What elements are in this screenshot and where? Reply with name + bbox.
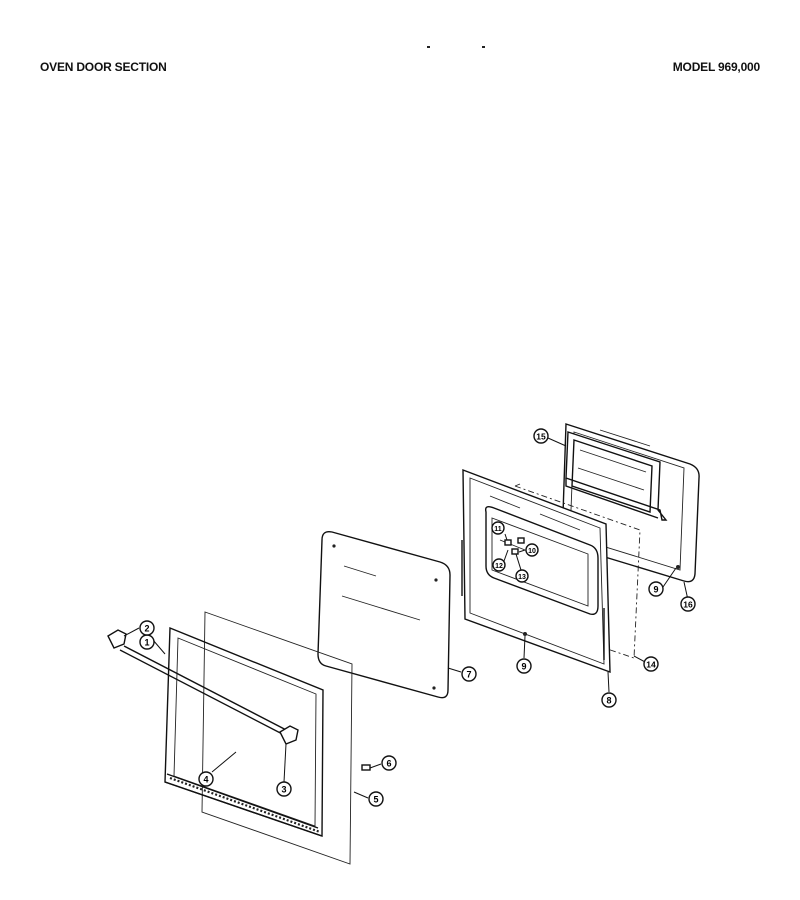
callout-3-label: 3	[281, 785, 286, 795]
callout-12: 12	[492, 558, 506, 572]
callout-13: 13	[515, 569, 529, 583]
callout-2: 2	[139, 620, 155, 636]
callout-3: 3	[276, 781, 292, 797]
handle-bar	[119, 645, 295, 739]
callout-10-label: 10	[528, 548, 536, 555]
callout-9-lower-label: 9	[521, 662, 526, 672]
handle-end-cap-right	[279, 725, 299, 745]
callout-9-upper-label: 9	[653, 585, 658, 595]
callout-12-label: 12	[495, 563, 503, 570]
handle-end-cap-left	[107, 629, 127, 649]
callout-2-label: 2	[144, 624, 149, 634]
callout-5-label: 5	[373, 795, 378, 805]
callout-15-label: 15	[536, 432, 546, 442]
callout-7-label: 7	[466, 670, 471, 680]
callout-4-label: 4	[203, 775, 208, 785]
callout-1-label: 1	[144, 638, 149, 648]
callout-10: 10	[525, 543, 539, 557]
callout-13-label: 13	[518, 574, 526, 581]
callout-11-label: 11	[494, 526, 502, 533]
callout-8-label: 8	[606, 696, 611, 706]
callout-1: 1	[139, 634, 155, 650]
callout-8: 8	[601, 692, 617, 708]
screw-9-lower	[523, 632, 527, 636]
callout-7: 7	[461, 666, 477, 682]
leader-lines	[123, 437, 689, 799]
callout-9-lower: 9	[516, 658, 532, 674]
callout-6: 6	[381, 755, 397, 771]
callout-11: 11	[491, 521, 505, 535]
outer-door-frame	[164, 626, 324, 837]
callout-5: 5	[368, 791, 384, 807]
scan-speck	[427, 46, 430, 48]
middle-glass-panel	[317, 530, 451, 699]
model-label: MODEL 969,000	[672, 60, 760, 74]
screw-9-upper	[676, 565, 680, 569]
callout-15: 15	[533, 428, 549, 444]
inner-door-panel	[461, 468, 611, 674]
hinge-clips	[504, 537, 525, 555]
callout-16: 16	[680, 596, 696, 612]
screw-6	[361, 764, 371, 771]
callout-16-label: 16	[683, 600, 693, 610]
callout-4: 4	[198, 771, 214, 787]
section-title: OVEN DOOR SECTION	[40, 60, 167, 74]
callout-6-label: 6	[386, 759, 391, 769]
scan-speck	[482, 46, 485, 48]
front-glass	[201, 611, 353, 865]
callout-14: 14	[643, 656, 659, 672]
callout-14-label: 14	[646, 660, 656, 670]
callout-9-upper: 9	[648, 581, 664, 597]
